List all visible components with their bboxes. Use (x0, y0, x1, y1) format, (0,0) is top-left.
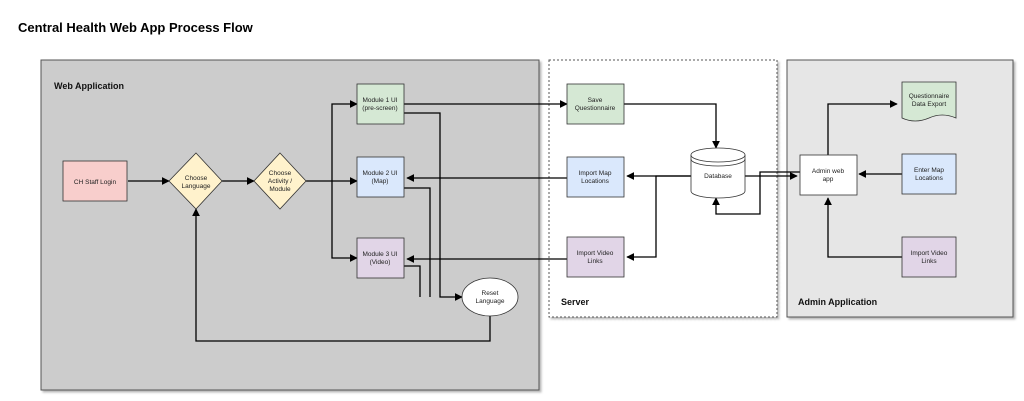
node-label-line: Language (476, 298, 505, 305)
node-label-line: CH Staff Login (74, 179, 117, 186)
admin-application-region (786, 59, 1014, 318)
edge-save-to-database (624, 103, 720, 149)
edge-module3-to-reset (404, 265, 421, 297)
edge-admin-to-export (827, 100, 898, 160)
node-ch-staff-login: CH Staff Login (62, 160, 128, 202)
node-label-line: Choose (269, 170, 292, 177)
edge-reset-to-language (192, 208, 491, 342)
svg-text:Module 2 UI(Map): Module 2 UI(Map) (362, 170, 397, 185)
node-label-line: Locations (915, 175, 944, 182)
node-label-line: Admin web (812, 168, 845, 175)
node-label-line: app (823, 176, 834, 183)
node-label-line: Import Map (579, 170, 612, 177)
server-label: Server (561, 297, 590, 307)
edge-activity-to-module1 (306, 100, 358, 182)
node-label-line: (pre-screen) (362, 105, 397, 112)
node-label-line: Questionnaire (575, 105, 616, 112)
edge-database-to-import-video (626, 175, 691, 261)
node-label-line: Database (704, 173, 732, 180)
node-label-line: Module 3 UI (362, 251, 397, 258)
svg-text:Module 1 UI(pre-screen): Module 1 UI(pre-screen) (362, 97, 397, 112)
svg-text:CH Staff Login: CH Staff Login (74, 179, 117, 186)
edges (128, 100, 902, 342)
node-module3-ui: Module 3 UI(Video) (356, 237, 405, 279)
node-label-line: Locations (581, 178, 610, 185)
node-database: Database (690, 147, 746, 199)
node-module2-ui: Module 2 UI(Map) (356, 156, 405, 198)
node-label-line: Choose (185, 175, 208, 182)
node-label-line: Reset (482, 290, 499, 297)
edge-activity-to-module3 (331, 181, 358, 262)
node-label-line: Links (587, 258, 603, 265)
node-label-line: Module (269, 186, 291, 193)
edge-import-video-to-admin (824, 197, 902, 258)
web-application-label: Web Application (54, 81, 124, 91)
node-label-line: (Map) (372, 178, 389, 185)
node-label-line: Import Video (577, 250, 614, 257)
diagram-title: Central Health Web App Process Flow (18, 20, 253, 35)
node-module1-ui: Module 1 UI(pre-screen) (356, 83, 405, 125)
web-application-region (40, 59, 540, 391)
node-label-line: (Video) (370, 259, 391, 266)
node-label-line: Save (588, 97, 603, 104)
node-label-line: Links (921, 258, 937, 265)
edge-module1-to-reset (404, 112, 463, 301)
node-label-line: Activity / (268, 178, 292, 185)
node-label-line: Import Video (911, 250, 948, 257)
node-label-line: Enter Map (914, 167, 944, 174)
node-label-line: Language (182, 183, 211, 190)
edge-module2-to-reset (404, 187, 431, 297)
node-label-line: Questionnaire (909, 93, 950, 100)
node-label-line: Module 2 UI (362, 170, 397, 177)
svg-text:Module 3 UI(Video): Module 3 UI(Video) (362, 251, 397, 266)
edge-admin-to-database (712, 171, 800, 215)
node-label-line: Module 1 UI (362, 97, 397, 104)
node-label-line: Data Export (912, 101, 947, 108)
svg-text:Database: Database (704, 173, 732, 180)
admin-application-label: Admin Application (798, 297, 877, 307)
